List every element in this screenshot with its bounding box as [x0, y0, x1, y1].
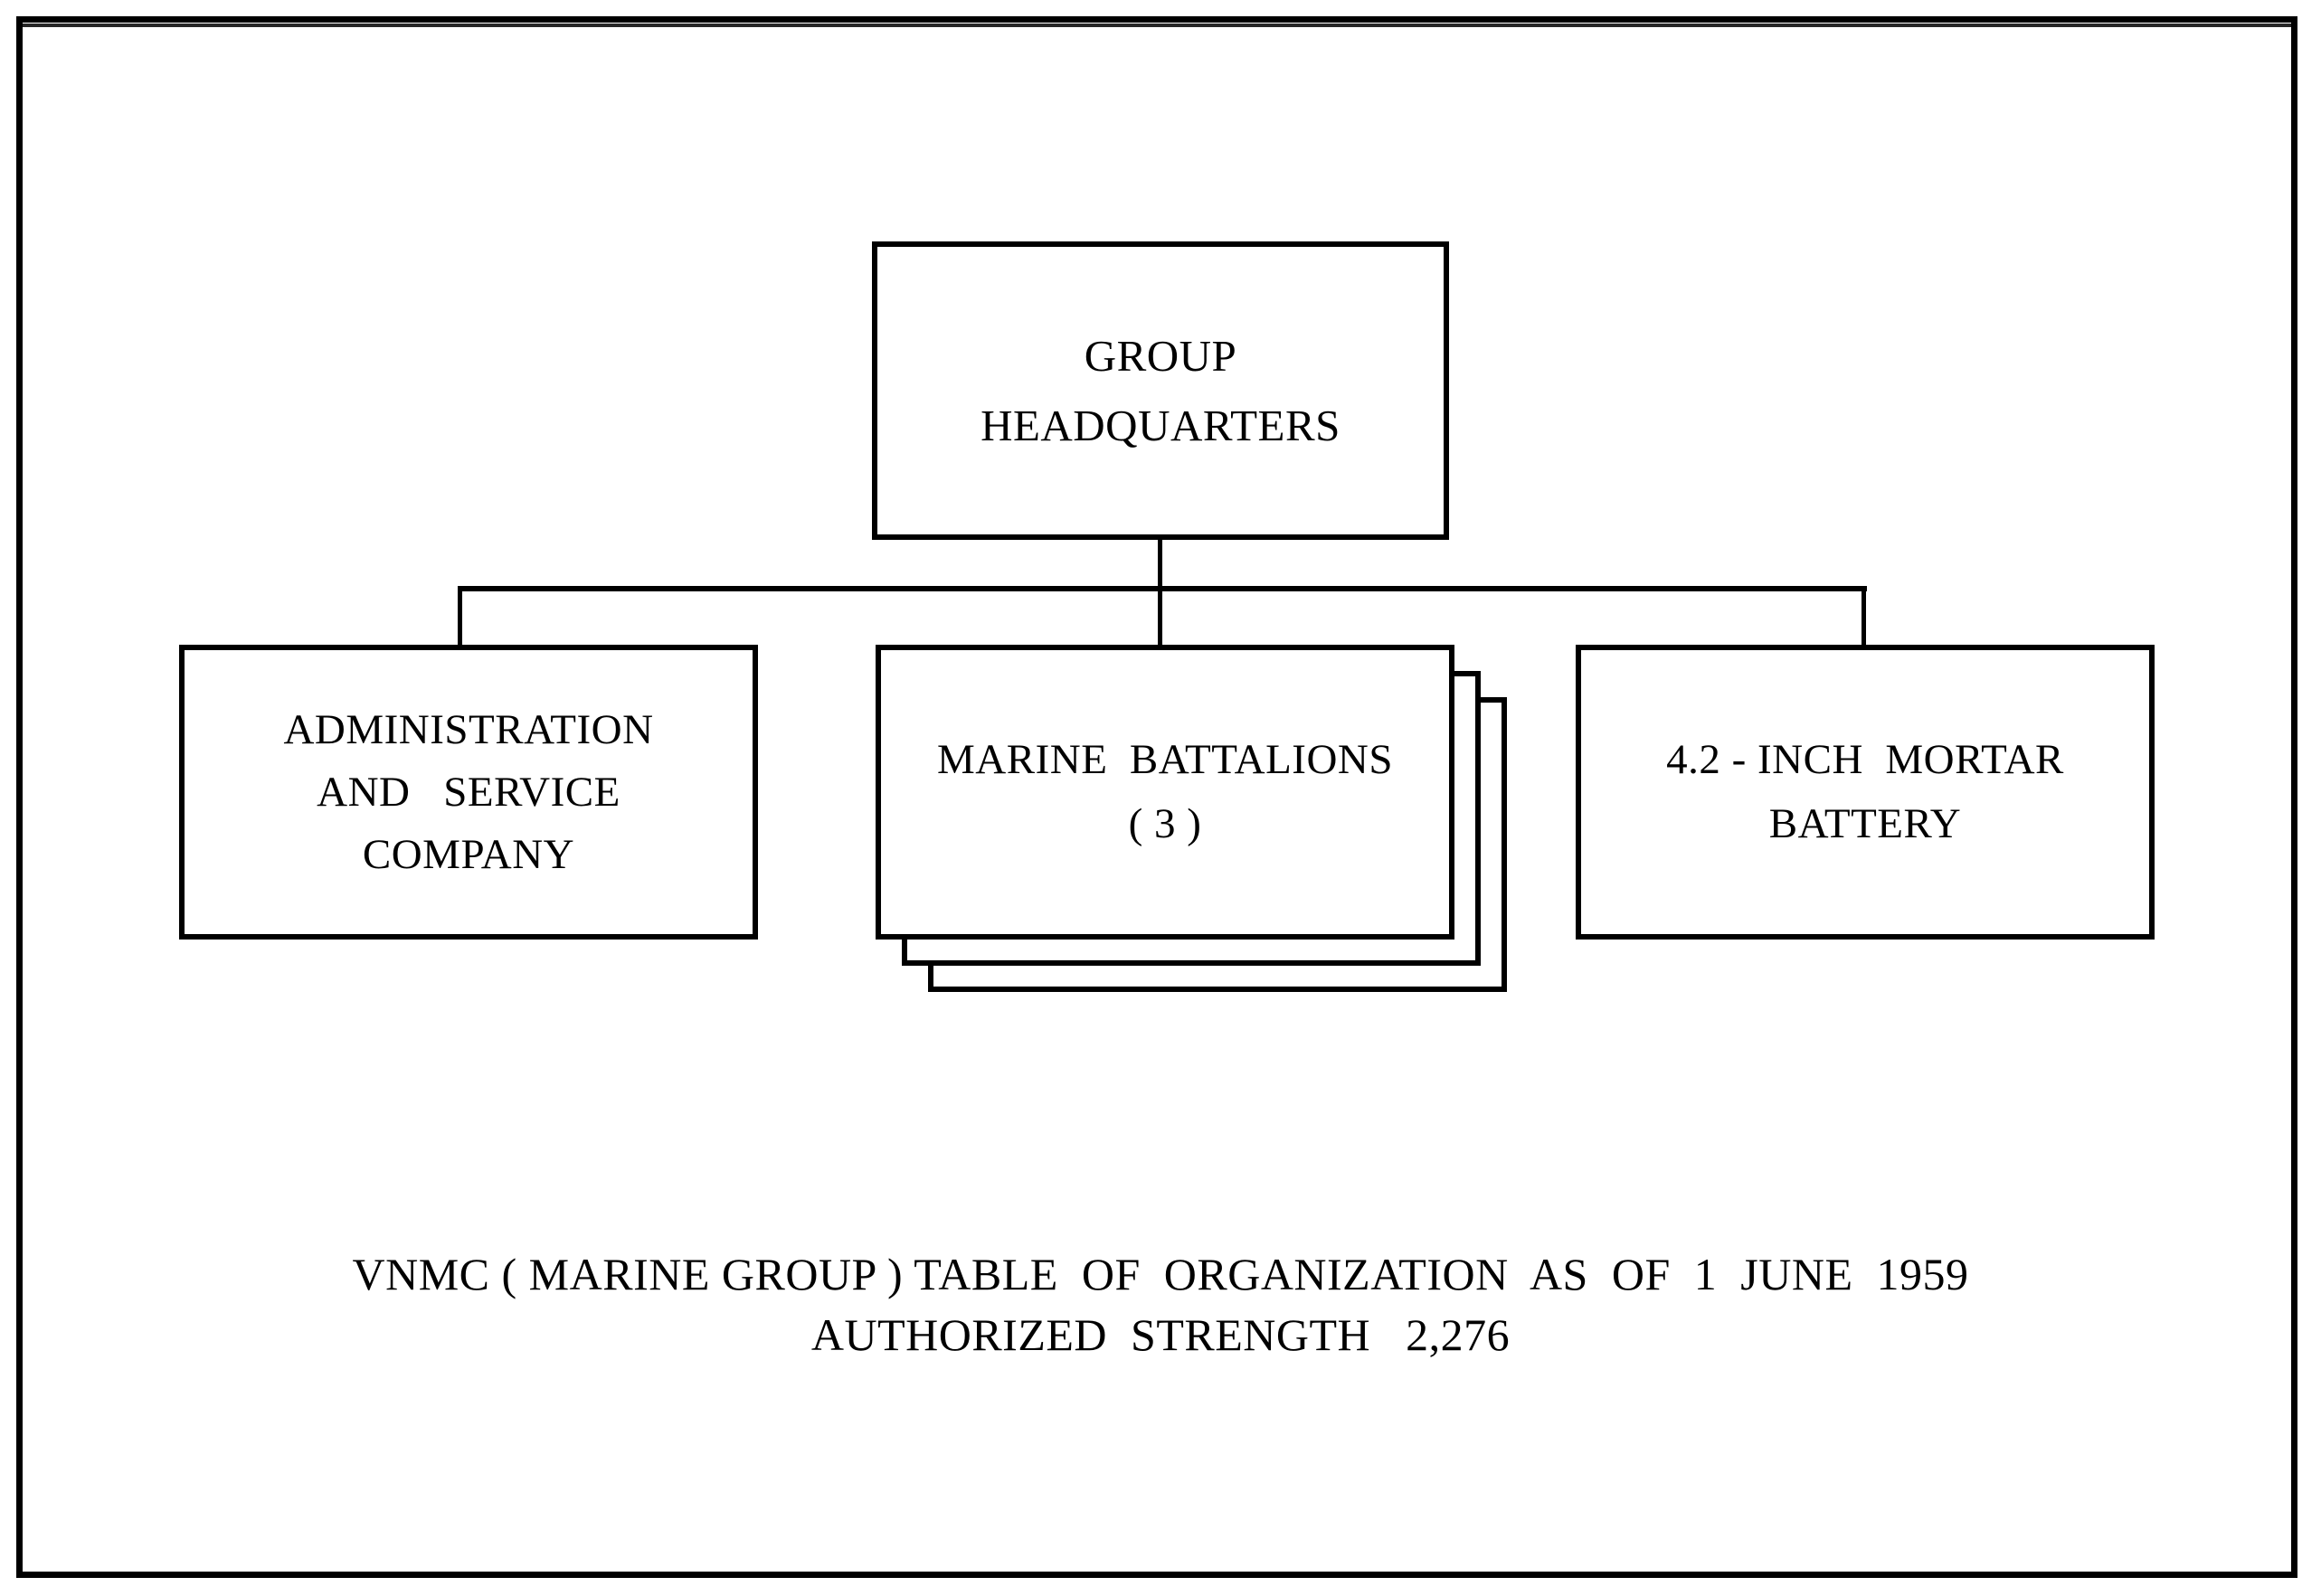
caption-line-strength: AUTHORIZED STRENGTH 2,276: [810, 1309, 1511, 1360]
connector-drop-marine: [1158, 586, 1162, 647]
org-node-administration-and-service-company: ADMINISTRATION AND SERVICE COMPANY: [179, 645, 758, 940]
caption-line-title: VNMC ( MARINE GROUP ) TABLE OF ORGANIZAT…: [352, 1249, 1969, 1299]
org-node-line: HEADQUARTERS: [981, 401, 1340, 450]
org-node-line: AND SERVICE: [317, 768, 621, 816]
chart-caption: VNMC ( MARINE GROUP ) TABLE OF ORGANIZAT…: [0, 1244, 2321, 1365]
connector-horizontal-bus: [459, 586, 1867, 591]
page-border-frame-artifact: [22, 24, 2294, 1575]
connector-hq-drop: [1158, 538, 1162, 590]
org-node-line: 4.2 - INCH MORTAR: [1666, 736, 2064, 783]
page-border-frame: [16, 16, 2297, 1578]
org-node-mortar-battery: 4.2 - INCH MORTAR BATTERY: [1576, 645, 2155, 940]
org-node-line: COMPANY: [362, 830, 575, 878]
org-node-stack-marine-battalions: MARINE BATTALIONS ( 3 ): [876, 645, 1509, 997]
connector-drop-admin: [458, 586, 462, 647]
org-node-line: BATTERY: [1768, 800, 1962, 847]
org-node-line: ( 3 ): [1128, 800, 1202, 847]
org-node-line: MARINE BATTALIONS: [937, 736, 1393, 783]
org-node-line: ADMINISTRATION: [283, 705, 654, 753]
org-node-group-headquarters: GROUP HEADQUARTERS: [872, 241, 1449, 540]
connector-drop-mortar: [1862, 586, 1866, 647]
org-node-line: GROUP: [1084, 331, 1237, 381]
org-node-marine-battalions: MARINE BATTALIONS ( 3 ): [876, 645, 1454, 940]
